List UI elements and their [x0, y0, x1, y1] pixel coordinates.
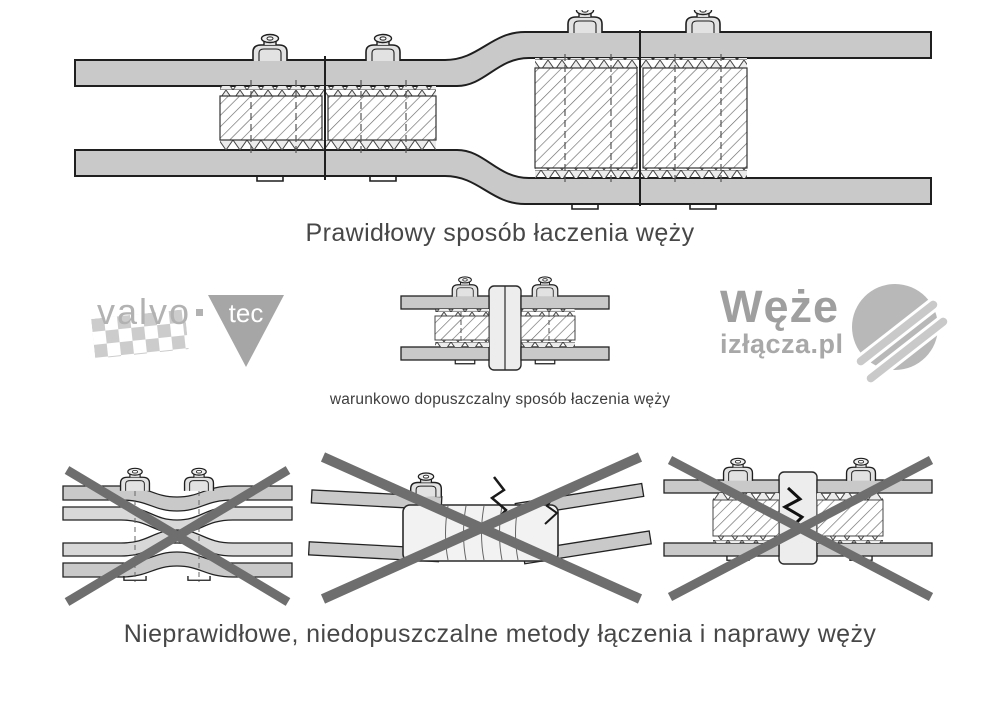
- hose-clamp-icon: [685, 5, 721, 34]
- diagram-correct-connection: [65, 5, 940, 215]
- barbed-fitting-left: [219, 56, 437, 180]
- diagram-wrong-damaged: [658, 450, 943, 610]
- hose-clamp-icon: [531, 276, 559, 298]
- valvotec-suffix: tec: [229, 298, 264, 328]
- diagram-conditional-connection: [395, 272, 615, 392]
- valvotec-triangle: tec: [208, 295, 285, 367]
- wezeizlacza-text: Węże izłącza.pl: [720, 284, 844, 376]
- hose-clamp-icon: [451, 276, 479, 298]
- valvotec-dot: [196, 309, 204, 316]
- cross-out-icon: [64, 466, 291, 606]
- wrong-damaged-drawing: [663, 456, 934, 601]
- hose-clamp-icon: [722, 457, 754, 482]
- barbed-fitting: [712, 493, 884, 543]
- caption-correct: Prawidłowy sposób łaczenia węży: [305, 219, 695, 247]
- hose-clamp-icon: [183, 467, 215, 492]
- hose-clamp-icon: [252, 33, 288, 62]
- hose-clamp-icon: [845, 457, 877, 482]
- wezeizlacza-line1: Węże: [720, 281, 840, 332]
- hose-walls: [400, 295, 610, 361]
- hose-clamp-icon: [567, 5, 603, 34]
- hose-clamp-icon: [365, 33, 401, 62]
- crack-mark: [781, 486, 805, 530]
- diagram-wrong-collapsed: [55, 450, 300, 615]
- correct-connection-drawing: [74, 5, 932, 210]
- diagram-wrong-broken: [307, 443, 653, 613]
- conditional-connection-drawing: [400, 276, 610, 371]
- wezeizlacza-logo: Węże izłącza.pl: [720, 284, 970, 389]
- barbed-fitting-right: [534, 30, 748, 206]
- wrong-collapsed-drawing: [62, 466, 293, 606]
- wrong-broken-drawing: [307, 452, 652, 604]
- hose-clamp-icon: [119, 467, 151, 492]
- checkered-flag-icon: [91, 309, 189, 359]
- wezeizlacza-line2: izłącza.pl: [720, 329, 844, 359]
- barbed-fitting: [434, 309, 576, 347]
- caption-incorrect: Nieprawidłowe, niedopuszczalne metody łą…: [123, 620, 877, 648]
- cross-out-icon: [320, 452, 643, 604]
- valvotec-logo: valvo tec: [91, 290, 288, 382]
- hose-top-wall: [74, 31, 932, 87]
- hose-coil-icon: [850, 284, 953, 389]
- valvotec-name: valvo: [97, 291, 192, 332]
- caption-conditional: warunkowo dopuszczalny sposób łaczenia w…: [329, 391, 671, 408]
- cross-out-icon: [667, 456, 934, 601]
- hose-bottom-wall: [74, 149, 932, 205]
